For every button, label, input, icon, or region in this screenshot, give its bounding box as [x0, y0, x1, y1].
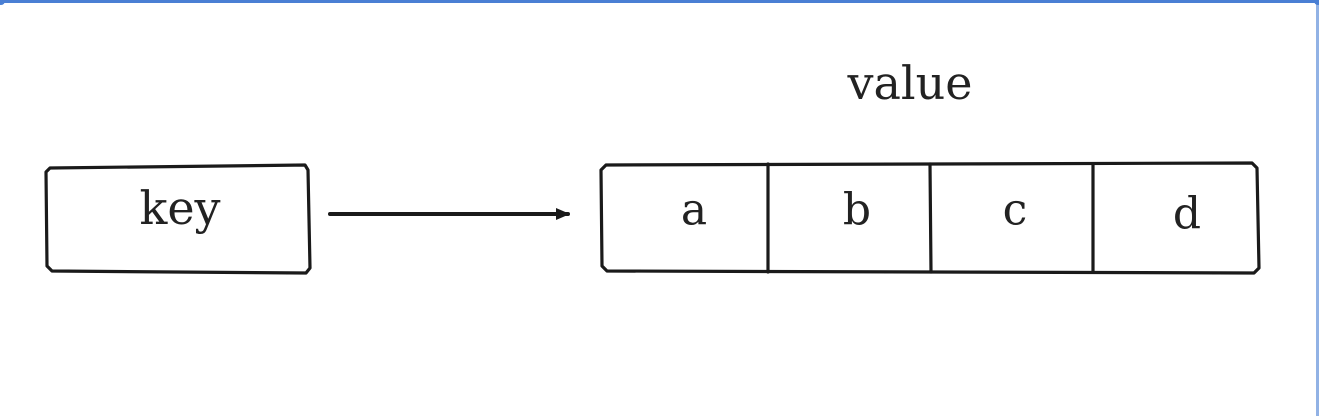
value-cell-d: d — [1173, 189, 1201, 240]
cell-divider — [928, 162, 933, 274]
resize-handle-left[interactable] — [0, 0, 5, 5]
value-label: value — [847, 56, 973, 110]
value-array: a b c d — [599, 161, 1261, 275]
value-cell-b: b — [843, 185, 871, 236]
key-label: key — [139, 181, 220, 235]
value-cell-a: a — [681, 185, 707, 236]
key-box: key — [44, 163, 312, 275]
selection-frame-right — [1316, 0, 1319, 416]
value-cell-c: c — [1003, 185, 1028, 236]
